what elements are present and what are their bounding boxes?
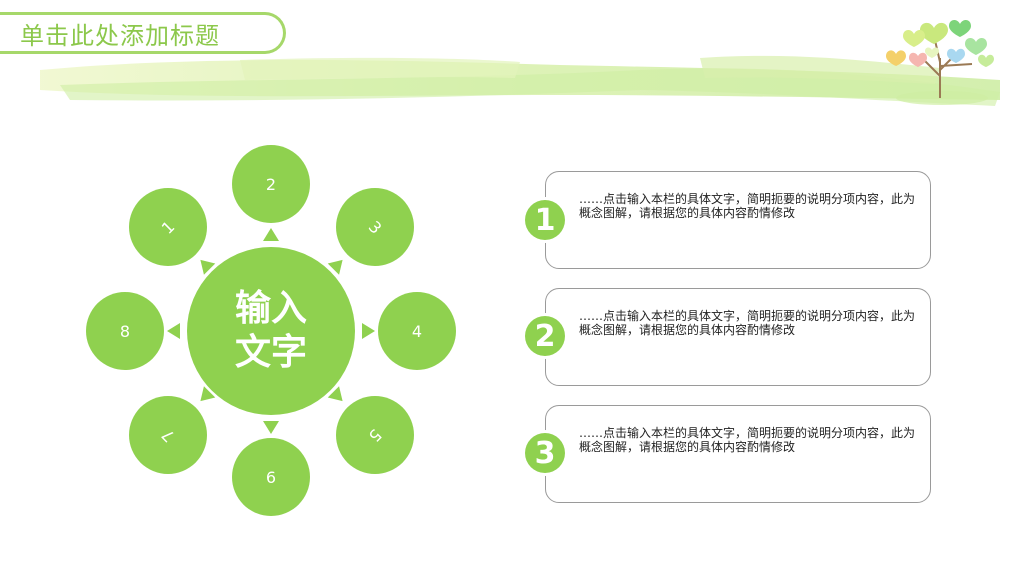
petal-5[interactable]: 5 bbox=[336, 396, 414, 474]
center-label: 输入文字 bbox=[234, 288, 307, 373]
heart-tree-icon bbox=[886, 20, 994, 105]
petal-2[interactable]: 2 bbox=[232, 145, 310, 223]
title-tab bbox=[0, 12, 286, 54]
page-title[interactable]: 单击此处添加标题 bbox=[20, 22, 220, 50]
center-circle[interactable]: 输入文字 bbox=[187, 247, 355, 415]
arrow-right-icon bbox=[362, 323, 375, 339]
petal-3[interactable]: 3 bbox=[336, 188, 414, 266]
content-card-2[interactable]: ……点击输入本栏的具体文字，简明扼要的说明分项内容，此为概念图解，请根据您的具体… bbox=[545, 288, 931, 386]
petal-1[interactable]: 1 bbox=[129, 188, 207, 266]
petal-4[interactable]: 4 bbox=[378, 292, 456, 370]
card-text[interactable]: ……点击输入本栏的具体文字，简明扼要的说明分项内容，此为概念图解，请根据您的具体… bbox=[579, 426, 916, 454]
number-badge-2: 2 bbox=[525, 316, 565, 356]
number-badge-3: 3 bbox=[525, 433, 565, 473]
number-badge-1: 1 bbox=[525, 200, 565, 240]
petal-7[interactable]: 7 bbox=[129, 396, 207, 474]
card-text[interactable]: ……点击输入本栏的具体文字，简明扼要的说明分项内容，此为概念图解，请根据您的具体… bbox=[579, 192, 916, 220]
petal-6[interactable]: 6 bbox=[232, 438, 310, 516]
arrow-up-icon bbox=[263, 228, 279, 241]
arrow-down-icon bbox=[263, 421, 279, 434]
content-card-3[interactable]: ……点击输入本栏的具体文字，简明扼要的说明分项内容，此为概念图解，请根据您的具体… bbox=[545, 405, 931, 503]
content-card-1[interactable]: ……点击输入本栏的具体文字，简明扼要的说明分项内容，此为概念图解，请根据您的具体… bbox=[545, 171, 931, 269]
arrow-left-icon bbox=[167, 323, 180, 339]
petal-8[interactable]: 8 bbox=[86, 292, 164, 370]
green-brush-stroke bbox=[40, 55, 1000, 106]
card-text[interactable]: ……点击输入本栏的具体文字，简明扼要的说明分项内容，此为概念图解，请根据您的具体… bbox=[579, 309, 916, 337]
